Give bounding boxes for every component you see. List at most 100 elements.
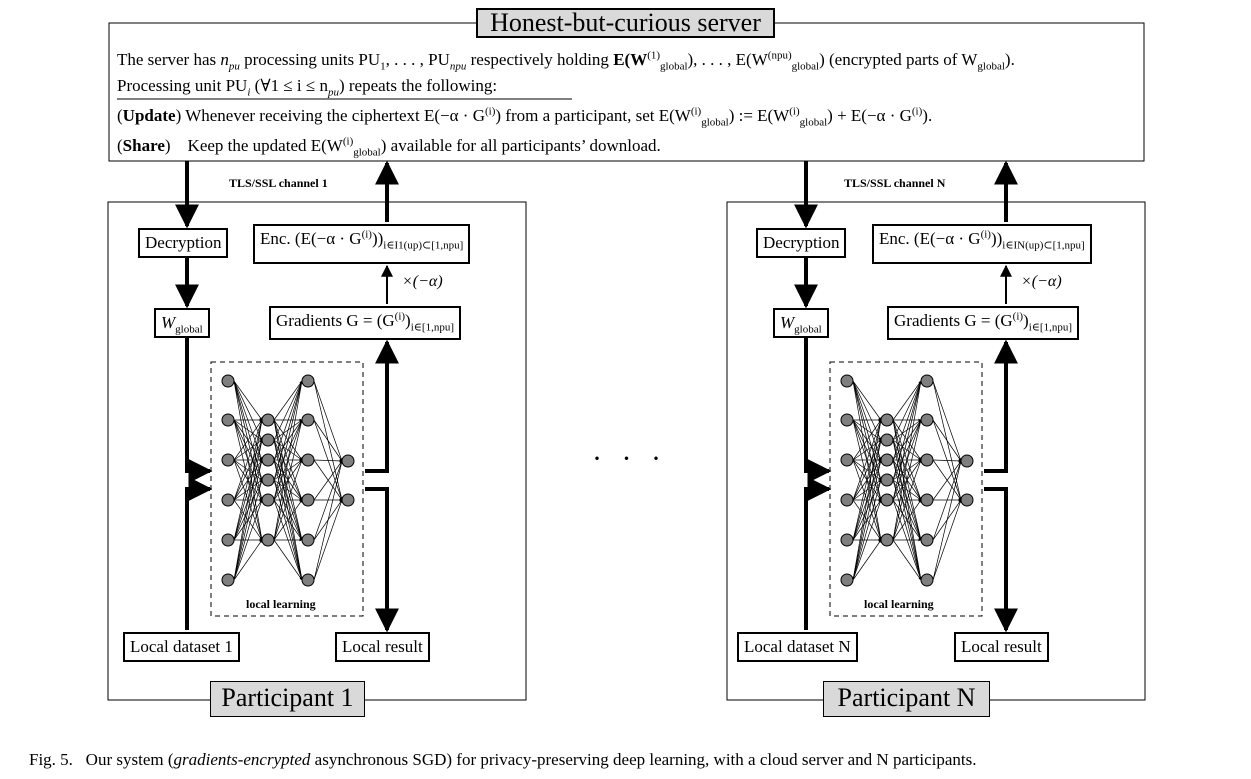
network-edge [313, 460, 343, 541]
network-node [261, 473, 275, 487]
network-node [840, 533, 854, 547]
network-node [261, 433, 275, 447]
network-edge [852, 439, 882, 581]
local-learning-box [829, 361, 983, 617]
network-node [920, 533, 934, 547]
network-edge [273, 419, 303, 541]
network-edge [233, 419, 263, 501]
local-result-box-1: Local result [335, 632, 430, 662]
network-node [840, 573, 854, 587]
network-node [221, 573, 235, 587]
network-edge [892, 380, 922, 461]
network-edge [273, 459, 303, 541]
channel-label-n: TLS/SSL channel N [844, 176, 946, 190]
participant-n-network [840, 374, 974, 587]
network-edge [892, 479, 922, 541]
server-line-1: The server has npu processing units PU1,… [117, 49, 1015, 73]
network-edge [233, 439, 263, 541]
network-node [880, 533, 894, 547]
network-edge [273, 539, 303, 581]
network-node [341, 454, 355, 468]
network-node [920, 374, 934, 388]
network-edge [892, 419, 922, 541]
network-edge [273, 499, 303, 541]
network-edge [852, 419, 882, 441]
server-title: Honest-but-curious server [476, 8, 775, 38]
network-edge [892, 419, 922, 481]
network-node [221, 453, 235, 467]
network-edge [932, 460, 962, 541]
network-edge [313, 380, 343, 462]
network-node [341, 493, 355, 507]
ellipsis: · · · [592, 442, 667, 475]
network-edge [233, 380, 263, 421]
network-node [920, 453, 934, 467]
local-learning-label-n: local learning [864, 597, 934, 611]
network-edge [852, 499, 882, 581]
network-edge [313, 499, 343, 581]
network-edge [932, 419, 962, 501]
network-edge [892, 459, 922, 481]
network-edge [313, 460, 343, 501]
network-edge [892, 479, 922, 581]
network-node [840, 413, 854, 427]
decryption-box-1: Decryption [138, 228, 229, 258]
local-learning-label-1: local learning [246, 597, 316, 611]
decryption-box-n: Decryption [756, 228, 847, 258]
multiplier-label-1: ×(−α) [402, 273, 443, 290]
network-edge [233, 439, 263, 581]
local-dataset-box-1: Local dataset 1 [123, 632, 240, 662]
network-node [840, 493, 854, 507]
network-node [261, 533, 275, 547]
network-edge [273, 479, 303, 541]
network-edge [892, 459, 922, 541]
network-edge [852, 439, 882, 541]
network-edge [273, 459, 303, 481]
multiplier-label-n: ×(−α) [1021, 273, 1062, 290]
network-node [920, 493, 934, 507]
network-edge [313, 419, 343, 501]
network-edge [233, 419, 263, 441]
network-edge [852, 419, 882, 461]
network-node [221, 493, 235, 507]
wglobal-box-n: Wglobal [773, 308, 829, 338]
network-edge [932, 460, 962, 501]
network-edge [892, 380, 922, 481]
gradients-box-1: Gradients G = (G(i))i∈[1,npu] [269, 306, 461, 340]
network-node [960, 493, 974, 507]
network-node [880, 493, 894, 507]
network-edge [233, 380, 263, 461]
network-edge [273, 380, 303, 481]
network-node [880, 473, 894, 487]
network-edge [852, 419, 882, 501]
network-node [301, 493, 315, 507]
network-node [880, 433, 894, 447]
network-node [301, 374, 315, 388]
network-to-gradients-arrow [984, 339, 1018, 473]
network-node [301, 573, 315, 587]
network-edge [233, 419, 263, 581]
network-edge [932, 380, 962, 462]
channel-label-1: TLS/SSL channel 1 [229, 176, 328, 190]
network-to-result-arrow [984, 487, 1018, 633]
network-edge [892, 380, 922, 441]
network-edge [892, 380, 922, 501]
network-edge [273, 380, 303, 541]
gradients-box-n: Gradients G = (G(i))i∈[1,npu] [887, 306, 1079, 340]
local-learning-box [210, 361, 364, 617]
network-edge [233, 419, 263, 541]
encryption-box-1: Enc. (E(−α · G(i)))i∈I1(up)⊂[1,npu] [253, 224, 471, 264]
encryption-box-n: Enc. (E(−α · G(i)))i∈IN(up)⊂[1,npu] [872, 224, 1092, 264]
network-to-gradients-arrow [365, 339, 399, 473]
network-edge [852, 419, 882, 581]
wglobal-to-network-arrow [804, 336, 832, 483]
network-edge [892, 380, 922, 541]
wglobal-box-1: Wglobal [154, 308, 210, 338]
dataset-to-network-arrow [185, 477, 213, 630]
network-edge [313, 419, 343, 462]
network-edge [273, 380, 303, 441]
local-result-box-n: Local result [954, 632, 1049, 662]
network-edge [892, 539, 922, 581]
network-node [221, 413, 235, 427]
network-node [221, 374, 235, 388]
